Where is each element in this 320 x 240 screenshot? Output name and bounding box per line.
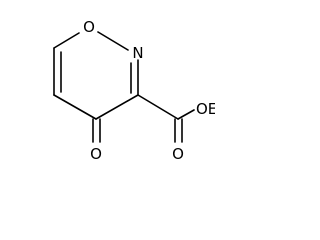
atom-ring-oxygen: O [83,18,95,36]
bond-ccarbonyl-oet [177,109,195,120]
ester-bonds [137,94,195,143]
atom-keto-oxygen: O [90,145,102,163]
chemical-structure: O N O O OEt [53,18,215,163]
bond-c3-c4 [95,94,139,120]
bond-c4-c5 [53,94,97,120]
keto-bond [92,118,101,143]
atom-ring-nitrogen: N [132,44,143,62]
bond-o1-n2 [97,31,129,51]
bond-c3-ccarbonyl [137,94,179,120]
atom-carbonyl-oxygen: O [172,145,184,163]
atom-ester-oet: OEt [196,100,215,118]
bond-c6-o1 [53,32,80,49]
ring-bonds [53,31,139,120]
